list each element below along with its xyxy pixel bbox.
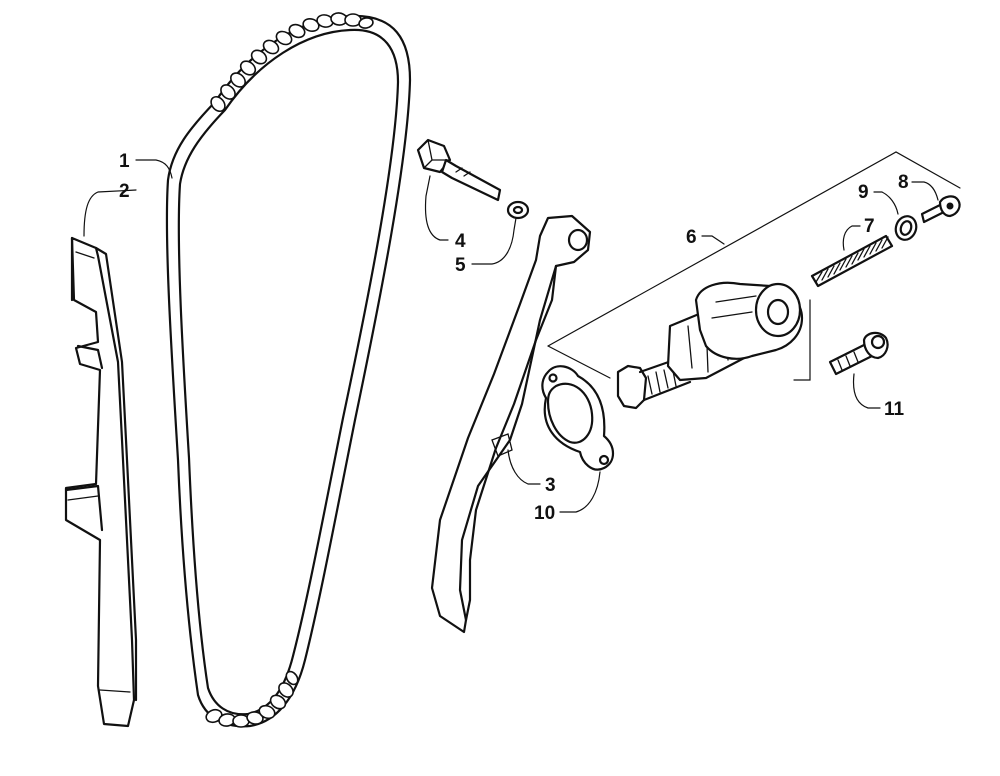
callout-2: 2 <box>119 181 130 202</box>
callout-5: 5 <box>455 255 466 276</box>
spring-part <box>810 234 894 288</box>
callout-4: 4 <box>455 231 466 252</box>
leader-5 <box>471 217 517 265</box>
chain-guide-part <box>64 236 138 728</box>
callout-9: 9 <box>858 182 869 203</box>
leader-10 <box>559 471 601 513</box>
gasket-part <box>541 365 615 471</box>
callout-6: 6 <box>686 227 697 248</box>
chain-links-bottom <box>205 670 299 728</box>
callout-3: 3 <box>545 475 556 496</box>
plug-bolt-part <box>920 195 961 224</box>
chain-links-top <box>210 12 374 113</box>
o-ring-part <box>894 215 918 241</box>
guide-bolt-part <box>416 138 502 202</box>
leader-11 <box>852 373 881 409</box>
washer-part <box>506 200 530 220</box>
tensioner-body-part <box>616 281 804 410</box>
callout-1: 1 <box>119 151 130 172</box>
leader-7 <box>842 225 861 251</box>
leader-6 <box>701 235 725 245</box>
leader-lines <box>83 159 939 513</box>
leader-4 <box>424 175 449 241</box>
leader-9 <box>873 191 899 215</box>
callout-7: 7 <box>864 216 875 237</box>
leader-3 <box>507 449 541 485</box>
callout-8: 8 <box>898 172 909 193</box>
tensioner-assembly-box <box>547 151 961 381</box>
leader-8 <box>911 181 939 201</box>
cam-chain-part <box>165 12 412 728</box>
callout-labels: 1 2 3 4 5 6 7 8 9 10 11 <box>119 151 909 524</box>
callout-10: 10 <box>534 503 555 524</box>
callout-11: 11 <box>884 399 905 420</box>
tensioner-guide-part <box>430 214 592 634</box>
leader-1 <box>135 159 173 179</box>
mounting-bolt-part <box>828 331 889 376</box>
leader-2 <box>83 189 137 237</box>
